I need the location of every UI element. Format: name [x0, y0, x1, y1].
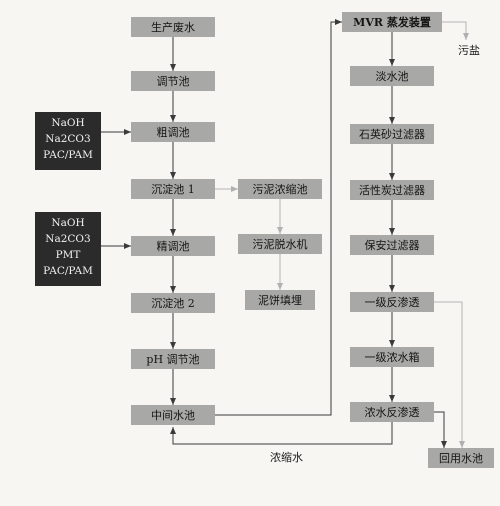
arrow-concentrate-return	[170, 422, 393, 445]
node-quartz-filter: 石英砂过滤器	[350, 124, 434, 144]
node-ph-adjust: pH 调节池	[131, 349, 215, 369]
node-mvr: MVR 蒸发装置	[342, 12, 442, 32]
node-reuse-pool: 回用水池	[428, 448, 494, 468]
node-fine-adjust: 精调池	[131, 236, 215, 256]
label-salt: 污盐	[458, 44, 480, 57]
node-security-filter: 保安过滤器	[350, 235, 434, 255]
label-concentrate: 浓缩水	[270, 451, 303, 464]
chemicals-box-1: NaOH Na2CO3 PAC/PAM	[35, 112, 101, 170]
node-equalization: 调节池	[131, 71, 215, 91]
arrow-ro1-to-reuse	[434, 301, 465, 448]
chem1-naoh: NaOH	[51, 117, 85, 129]
node-sludge-dewater: 污泥脱水机	[238, 234, 322, 254]
node-carbon-filter: 活性炭过滤器	[350, 180, 434, 200]
node-intermediate: 中间水池	[131, 405, 215, 425]
node-wastewater: 生产废水	[131, 17, 215, 37]
arrow-mvr-to-salt	[442, 21, 469, 40]
node-ro1: 一级反渗透	[350, 292, 434, 312]
chem1-pac-pam: PAC/PAM	[43, 149, 93, 161]
node-ro1-tank: 一级浓水箱	[350, 347, 434, 367]
node-ro-concentrate: 浓水反渗透	[350, 402, 434, 422]
node-sludge-thicken: 污泥浓缩池	[238, 179, 322, 199]
arrow-intermediate-to-mvr	[215, 19, 342, 416]
node-sedimentation-1: 沉淀池 1	[131, 179, 215, 199]
chem2-na2co3: Na2CO3	[45, 233, 91, 245]
chem2-pac-pam: PAC/PAM	[43, 265, 93, 277]
node-sludge-cake: 泥饼填埋	[245, 290, 315, 310]
chem2-pmt: PMT	[55, 249, 81, 261]
node-sedimentation-2: 沉淀池 2	[131, 293, 215, 313]
chem1-na2co3: Na2CO3	[45, 133, 91, 145]
chemicals-box-2: NaOH Na2CO3 PMT PAC/PAM	[35, 212, 101, 286]
node-fresh-pool: 淡水池	[350, 66, 434, 86]
node-coarse-adjust: 粗调池	[131, 122, 215, 142]
chem2-naoh: NaOH	[51, 217, 85, 229]
arrow-rocon-to-reuse	[434, 411, 447, 448]
